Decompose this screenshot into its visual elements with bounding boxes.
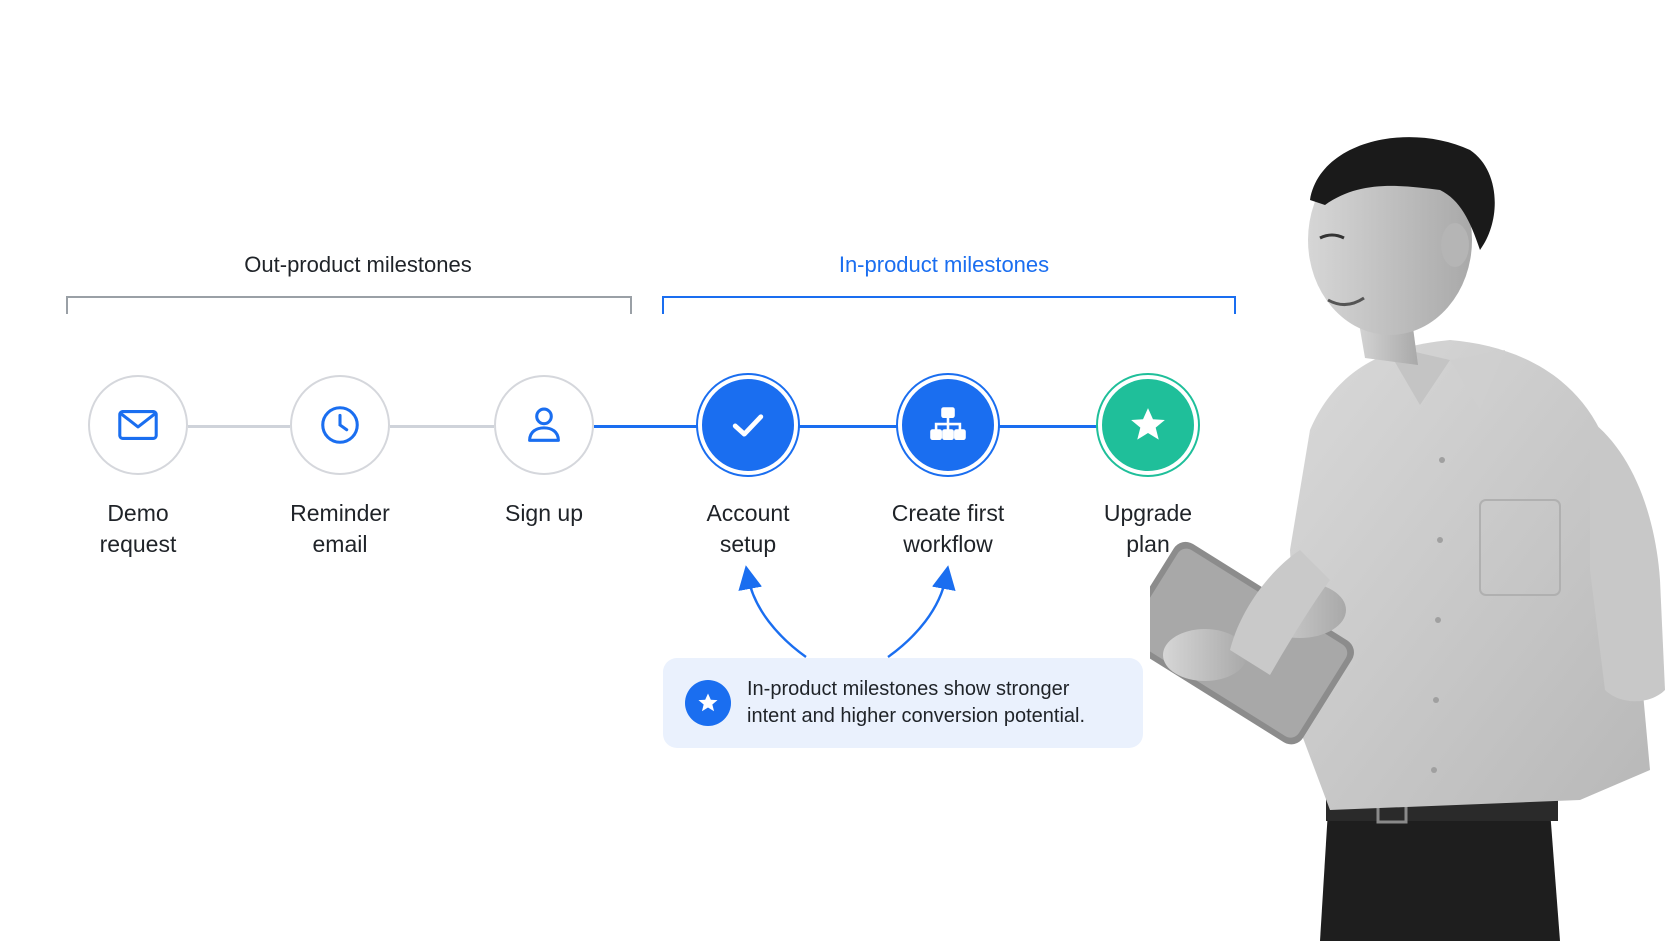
- in-product-title: In-product milestones: [838, 252, 1050, 277]
- milestone-label-account-setup: Account setup: [663, 498, 833, 560]
- milestone-label-line1: Reminder: [290, 500, 390, 526]
- milestone-label-demo-request: Demo request: [53, 498, 223, 560]
- milestone-label-create-workflow: Create first workflow: [863, 498, 1033, 560]
- clock-icon: [321, 406, 359, 444]
- arrow-to-create-workflow: [887, 565, 956, 658]
- milestone-label-line1: Demo: [107, 500, 169, 526]
- milestone-node-account-setup: [698, 375, 798, 475]
- milestone-node-demo-request: [88, 375, 188, 475]
- milestone-label-line2: setup: [719, 531, 777, 557]
- workflow-icon: [930, 407, 966, 441]
- callout-line2: intent and higher conversion potential.: [747, 705, 1086, 727]
- milestone-label-line2: workflow: [903, 531, 993, 557]
- milestone-label-line1: Upgrade: [1103, 500, 1193, 526]
- person-with-tablet-photo: [1150, 137, 1665, 941]
- milestone-node-upgrade-plan: [1098, 375, 1198, 475]
- milestone-label-line2: plan: [1126, 531, 1170, 557]
- star-icon: [1131, 408, 1165, 440]
- out-product-bracket: [66, 296, 632, 314]
- milestone-ring-account-setup: [696, 373, 800, 477]
- milestone-node-sign-up: [494, 375, 594, 475]
- callout-arrows: [738, 565, 956, 658]
- connector-1: [188, 425, 290, 428]
- callout-text: In-product milestones show stronger inte…: [747, 676, 1085, 730]
- connector-2: [390, 425, 494, 428]
- milestone-label-reminder-email: Reminder email: [255, 498, 425, 560]
- callout-star-badge: [685, 680, 731, 726]
- star-icon: [698, 693, 718, 712]
- milestone-label-upgrade-plan: Upgrade plan: [1063, 498, 1233, 560]
- check-icon: [732, 414, 764, 437]
- milestone-label-sign-up: Sign up: [459, 498, 629, 529]
- connector-4: [798, 425, 898, 428]
- milestone-label-line2: request: [99, 531, 177, 557]
- callout-line1: In-product milestones show stronger: [747, 678, 1070, 700]
- milestone-label-line1: Account: [706, 500, 790, 526]
- milestone-label-line1: Sign up: [504, 500, 583, 526]
- milestone-ring-upgrade-plan: [1096, 373, 1200, 477]
- callout-box: In-product milestones show stronger inte…: [663, 658, 1143, 748]
- in-product-bracket: [662, 296, 1236, 314]
- milestone-label-line2: email: [312, 531, 368, 557]
- connector-3: [594, 425, 698, 428]
- milestone-ring-create-workflow: [896, 373, 1000, 477]
- milestone-node-create-workflow: [898, 375, 998, 475]
- milestone-node-reminder-email: [290, 375, 390, 475]
- arrow-to-account-setup: [738, 565, 807, 658]
- user-icon: [528, 407, 560, 442]
- connector-5: [998, 425, 1100, 428]
- milestone-label-line1: Create first: [891, 500, 1005, 526]
- mail-icon: [118, 410, 158, 440]
- out-product-title: Out-product milestones: [244, 252, 472, 277]
